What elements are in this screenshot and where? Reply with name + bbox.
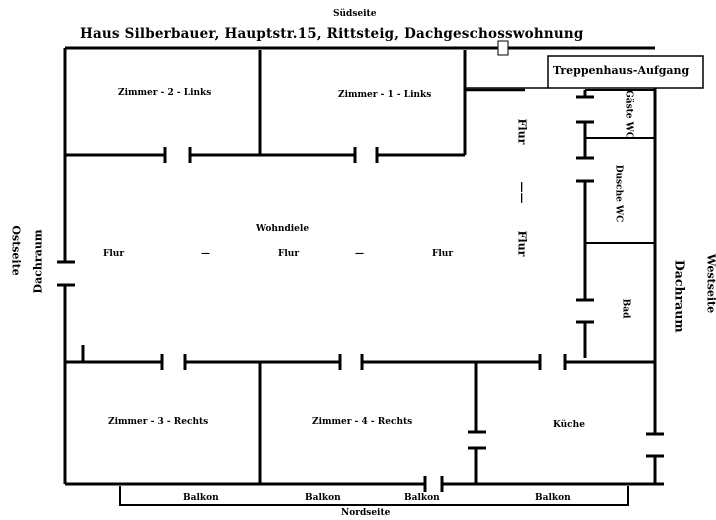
hall-dash-2: —: [355, 249, 364, 259]
balcony-rail: [119, 486, 629, 506]
room-wohndiele: Wohndiele: [256, 224, 310, 234]
hall-flur-3: Flur: [432, 249, 454, 259]
hall-flur-1: Flur: [103, 249, 125, 259]
room-dusche-wc: Dusche WC: [613, 164, 624, 223]
hall-flur-vertical-bottom: Flur: [515, 230, 529, 257]
balcony-label-1: Balkon: [183, 493, 219, 503]
hall-dash-1: —: [201, 249, 210, 259]
attic-west: Dachraum: [672, 259, 688, 333]
plan-title: Haus Silberbauer, Hauptstr.15, Rittsteig…: [80, 26, 584, 42]
compass-west: Westseite: [704, 253, 716, 314]
hall-dash-vertical: ——: [515, 181, 529, 204]
compass-east: Ostseite: [9, 225, 23, 276]
title-marker: [497, 40, 509, 56]
hall-flur-vertical-top: Flur: [515, 118, 529, 145]
compass-south: Südseite: [333, 9, 377, 19]
room-zimmer-2: Zimmer - 2 - Links: [118, 88, 212, 98]
room-zimmer-3: Zimmer - 3 - Rechts: [108, 417, 209, 427]
room-kueche: Küche: [553, 420, 585, 430]
stairwell-box: [547, 55, 704, 89]
compass-north: Nordseite: [341, 508, 391, 518]
room-gaeste-wc: Gäste WC: [623, 90, 634, 139]
room-bad: Bad: [620, 298, 631, 319]
balcony-label-2: Balkon: [305, 493, 341, 503]
stairwell-label: Treppenhaus-Aufgang: [553, 64, 690, 77]
room-zimmer-1: Zimmer - 1 - Links: [338, 90, 432, 100]
room-zimmer-4: Zimmer - 4 - Rechts: [312, 417, 413, 427]
attic-east: Dachraum: [31, 229, 45, 294]
balcony-label-3: Balkon: [404, 493, 440, 503]
balcony-label-4: Balkon: [535, 493, 571, 503]
hall-flur-2: Flur: [278, 249, 300, 259]
